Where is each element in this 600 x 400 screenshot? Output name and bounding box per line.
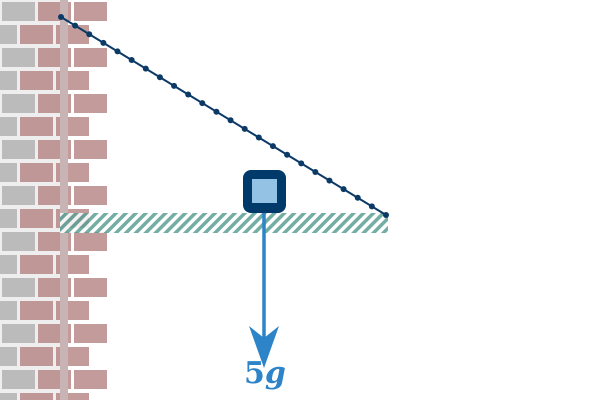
string-bead [114, 48, 121, 55]
brick [0, 347, 17, 366]
horizontal-rod [60, 213, 388, 233]
string [58, 14, 389, 218]
string-bead [383, 212, 389, 218]
string-bead [86, 31, 93, 38]
brick [2, 278, 35, 297]
string-bead [72, 22, 79, 29]
string-bead [128, 57, 135, 64]
brick [0, 163, 17, 182]
brick [0, 71, 17, 90]
string-bead [368, 203, 375, 210]
string-bead [255, 134, 262, 141]
string-bead [100, 39, 107, 46]
brick [74, 94, 107, 113]
string-bead [142, 65, 149, 72]
brick [20, 393, 53, 400]
brick [20, 117, 53, 136]
force-arrow-head [249, 326, 279, 368]
brick [0, 393, 17, 400]
brick [56, 393, 89, 400]
brick [2, 94, 35, 113]
string-bead [227, 117, 234, 124]
brick [74, 48, 107, 67]
string-bead [241, 125, 248, 132]
brick [20, 301, 53, 320]
brick [2, 324, 35, 343]
string-bead [156, 74, 163, 81]
string-bead [326, 177, 333, 184]
string-line [60, 16, 387, 216]
string-bead [354, 194, 361, 201]
string-bead [312, 168, 319, 175]
brick [0, 301, 17, 320]
brick [0, 209, 17, 228]
brick [0, 25, 17, 44]
brick [20, 25, 53, 44]
brick [74, 2, 107, 21]
brick [74, 370, 107, 389]
string-bead [284, 151, 291, 158]
brick [74, 232, 107, 251]
brick [20, 347, 53, 366]
string-bead [298, 160, 305, 167]
string-bead [340, 186, 347, 193]
brick [2, 140, 35, 159]
brick [74, 278, 107, 297]
brick [20, 163, 53, 182]
brick [2, 48, 35, 67]
brick [2, 232, 35, 251]
brick [0, 117, 17, 136]
string-bead [58, 14, 64, 20]
brick [20, 71, 53, 90]
brick [2, 186, 35, 205]
string-bead [199, 100, 206, 107]
wall-edge [60, 0, 68, 400]
string-bead [269, 143, 276, 150]
force-label: 5g [244, 356, 286, 391]
brick-wall [0, 0, 107, 400]
brick [0, 255, 17, 274]
brick [74, 186, 107, 205]
brick [20, 255, 53, 274]
block-inner [252, 179, 277, 203]
brick [74, 324, 107, 343]
string-bead [171, 82, 178, 89]
brick [20, 209, 53, 228]
brick [2, 2, 35, 21]
string-bead [185, 91, 192, 98]
brick [2, 370, 35, 389]
string-bead [213, 108, 220, 115]
brick [74, 140, 107, 159]
